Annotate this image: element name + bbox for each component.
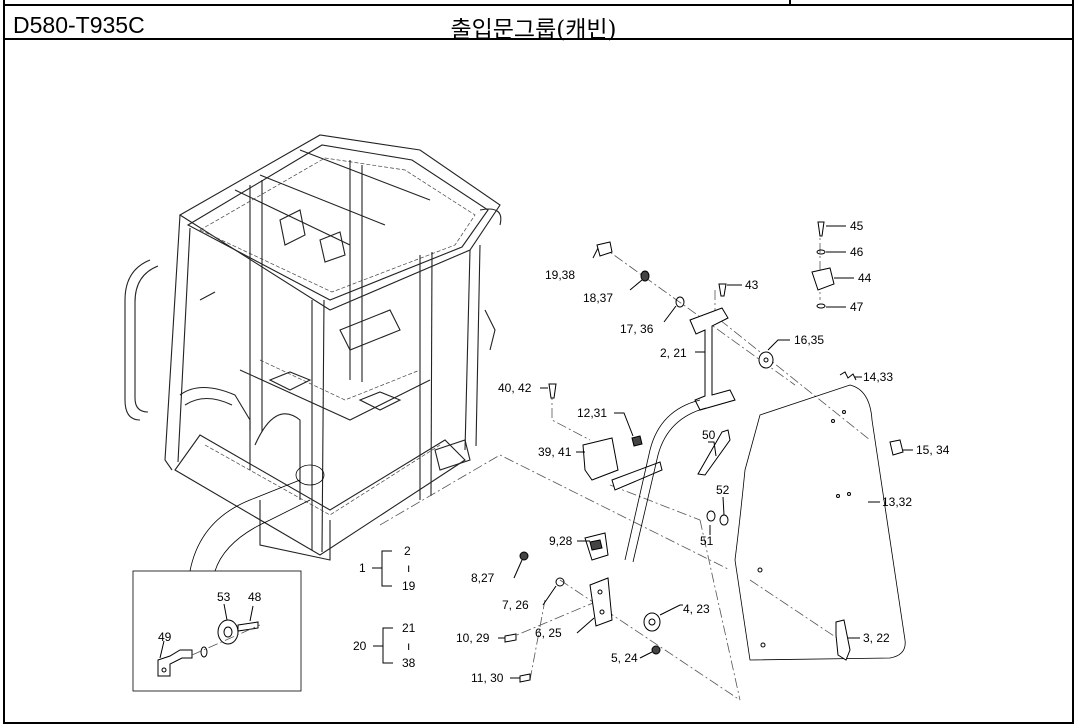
part-10-screw — [504, 633, 517, 643]
part-8-nut — [519, 551, 529, 561]
door-parts — [379, 221, 906, 701]
callout-53: 53 — [217, 590, 231, 604]
callout-2-21: 2, 21 — [660, 346, 687, 360]
part-50-rod — [697, 429, 731, 476]
part-3-handle — [835, 619, 851, 661]
model-number: D580-T935C — [13, 12, 145, 38]
callout-49: 49 — [158, 630, 172, 644]
callout-43: 43 — [745, 278, 759, 292]
group-1-to: 19 — [402, 579, 416, 593]
page-title-text: 출입문그룹(캐빈) — [450, 17, 617, 43]
part-6-plate — [589, 577, 613, 627]
callout-9-28: 9,28 — [549, 534, 573, 548]
part-12-nut — [631, 435, 643, 447]
callout-17-36: 17, 36 — [620, 322, 654, 336]
part-44-bracket — [811, 267, 835, 291]
callout-11-30: 11, 30 — [471, 671, 504, 685]
callout-5-24: 5, 24 — [611, 651, 638, 665]
callout-10-29: 10, 29 — [456, 631, 490, 645]
callout-8-27: 8,27 — [471, 571, 495, 585]
cab-frame-drawing — [124, 134, 502, 561]
top-strip — [3, 0, 1074, 6]
part-13-door-glass — [734, 384, 906, 661]
part-46-washer — [816, 249, 826, 255]
callout-14-33: 14,33 — [863, 370, 893, 384]
part-40-screw — [548, 383, 557, 399]
part-2-arm — [689, 307, 736, 411]
group-20-from: 21 — [402, 621, 416, 635]
callout-4-23: 4, 23 — [683, 602, 710, 616]
title-block: D580-T935C 출입문그룹(캐빈) — [3, 6, 1074, 43]
callout-39-41: 39, 41 — [538, 445, 572, 459]
part-39-bracket — [582, 437, 619, 481]
inset-washer — [200, 646, 208, 658]
leader-lines — [159, 225, 913, 679]
part-16-disc — [758, 351, 774, 369]
part-19-bushing — [596, 241, 613, 257]
part-43-bolt — [718, 283, 727, 297]
callout-7-26: 7, 26 — [502, 598, 529, 612]
drawing-frame — [3, 0, 1074, 724]
callout-51: 51 — [700, 534, 714, 548]
part-49-bracket — [157, 649, 193, 677]
part-53-roller — [217, 619, 239, 645]
group-1-sep: ı — [407, 561, 410, 575]
callout-19-38: 19,38 — [545, 268, 575, 282]
callout-45: 45 — [850, 219, 864, 233]
group-1-parent: 1 — [359, 561, 366, 575]
callout-12-31: 12,31 — [577, 406, 607, 420]
part-5-nut — [651, 645, 661, 655]
callout-40-42: 40, 42 — [498, 381, 532, 395]
part-14-spring — [839, 371, 857, 381]
callout-15-34: 15, 34 — [916, 443, 950, 457]
page-title: 출입문그룹(캐빈) — [3, 10, 1074, 44]
part-49-hole — [161, 667, 167, 673]
group-20-parent: 20 — [353, 639, 367, 653]
callout-47: 47 — [850, 300, 864, 314]
part-45-bolt — [817, 221, 825, 237]
part-48-pin — [237, 621, 259, 632]
callout-48: 48 — [248, 590, 262, 604]
part-47-nut — [816, 303, 826, 309]
callout-46: 46 — [850, 245, 864, 259]
door-rod-tube — [611, 461, 663, 491]
top-strip-divider — [789, 0, 791, 6]
callout-13-32: 13,32 — [882, 495, 912, 509]
callout-labels: 45 46 44 47 43 19,38 18,37 17, 36 16,35 … — [158, 219, 950, 685]
callout-18-37: 18,37 — [583, 291, 613, 305]
callout-52: 52 — [716, 483, 730, 497]
callout-16-35: 16,35 — [794, 333, 824, 347]
group-20-to: 38 — [402, 656, 416, 670]
callout-50: 50 — [702, 428, 716, 442]
part-7-washer — [555, 577, 565, 587]
callout-44: 44 — [858, 271, 872, 285]
part-51-washer — [706, 510, 716, 522]
detail-inset — [132, 464, 325, 692]
callout-3-22: 3, 22 — [863, 631, 890, 645]
group-1-from: 2 — [404, 544, 411, 558]
group-20-sep: ı — [407, 639, 410, 653]
part-4-stop — [643, 612, 661, 632]
part-18-washer — [640, 270, 650, 282]
part-52-nut — [719, 514, 729, 526]
part-15-knob — [889, 439, 904, 456]
callout-6-25: 6, 25 — [535, 626, 562, 640]
part-11-screw — [519, 673, 531, 683]
part-17-ring — [675, 296, 685, 308]
